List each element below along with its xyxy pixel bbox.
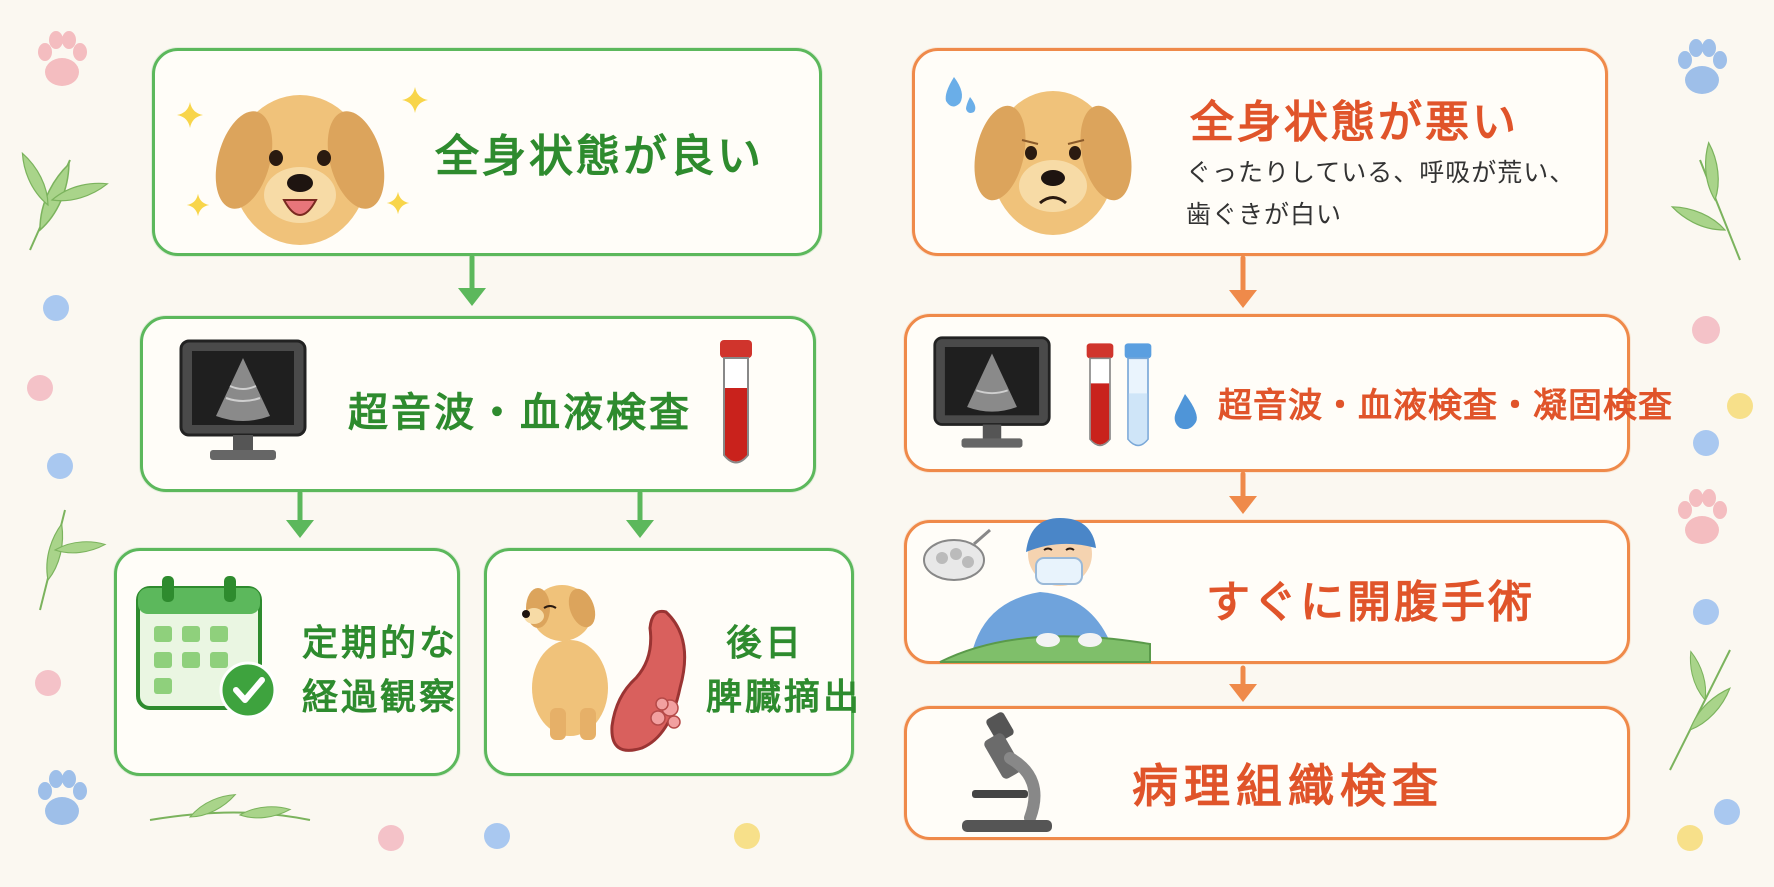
- pathology-label: 病理組織検査: [1132, 759, 1444, 813]
- dot-icon: [1714, 799, 1740, 825]
- clear-tube-icon: [1124, 343, 1152, 447]
- bad-symptoms-line2: 歯ぐきが白い: [1186, 200, 1343, 229]
- bad-symptoms-line1: ぐったりしている、呼吸が荒い、: [1186, 158, 1576, 187]
- sparkle-icon: [386, 191, 410, 215]
- dot-icon: [734, 823, 760, 849]
- leaf-icon: [1669, 649, 1731, 771]
- spleen-icon: [610, 609, 687, 752]
- paw-icon: [1678, 39, 1727, 94]
- surgical-lamp-icon: [923, 528, 991, 581]
- paw-icon: [38, 770, 87, 825]
- ultrasound-monitor-icon: [179, 339, 307, 460]
- dot-icon: [1727, 393, 1753, 419]
- dot-icon: [47, 453, 73, 479]
- dot-icon: [27, 375, 53, 401]
- dot-icon: [1677, 825, 1703, 851]
- dot-icon: [43, 295, 69, 321]
- bad-exam-label: 超音波・血液検査・凝固検査: [1218, 386, 1673, 426]
- option-splenectomy-line2: 脾臓摘出: [706, 677, 863, 718]
- surgery-label: すぐに開腹手術: [1206, 577, 1535, 628]
- calendar-check-icon: [136, 576, 277, 719]
- blood-tube-icon: [720, 340, 752, 464]
- sweat-drop-icon: [945, 77, 976, 113]
- good-exam-label: 超音波・血液検査: [348, 390, 692, 436]
- leaf-icon: [30, 509, 106, 611]
- option-splenectomy-line1: 後日: [726, 623, 805, 664]
- option-observation-line1: 定期的な: [302, 623, 459, 664]
- paw-icon: [1678, 489, 1727, 544]
- water-drop-icon: [1174, 394, 1197, 430]
- dot-icon: [35, 670, 61, 696]
- sad-dog-icon: [974, 91, 1132, 235]
- sitting-dog-icon: [522, 585, 608, 740]
- good-condition-title: 全身状態が良い: [435, 131, 764, 182]
- paw-icon: [38, 31, 87, 86]
- dot-icon: [1693, 599, 1719, 625]
- option-observation-line2: 経過観察: [302, 677, 459, 718]
- leaf-icon: [149, 780, 311, 837]
- dot-icon: [1693, 430, 1719, 456]
- sparkle-icon: [177, 102, 203, 128]
- dot-icon: [378, 825, 404, 851]
- blood-tube-icon: [1086, 343, 1114, 447]
- surgeon-icon: [939, 518, 1151, 663]
- bad-condition-title: 全身状態が悪い: [1190, 97, 1519, 148]
- happy-dog-icon: [215, 95, 385, 245]
- ultrasound-monitor-icon: [933, 336, 1051, 448]
- sparkle-icon: [402, 87, 428, 113]
- microscope-icon: [962, 712, 1052, 832]
- leaf-icon: [1671, 142, 1741, 261]
- dot-icon: [484, 823, 510, 849]
- leaf-icon: [5, 152, 108, 251]
- dot-icon: [1692, 316, 1720, 344]
- sparkle-icon: [186, 193, 210, 217]
